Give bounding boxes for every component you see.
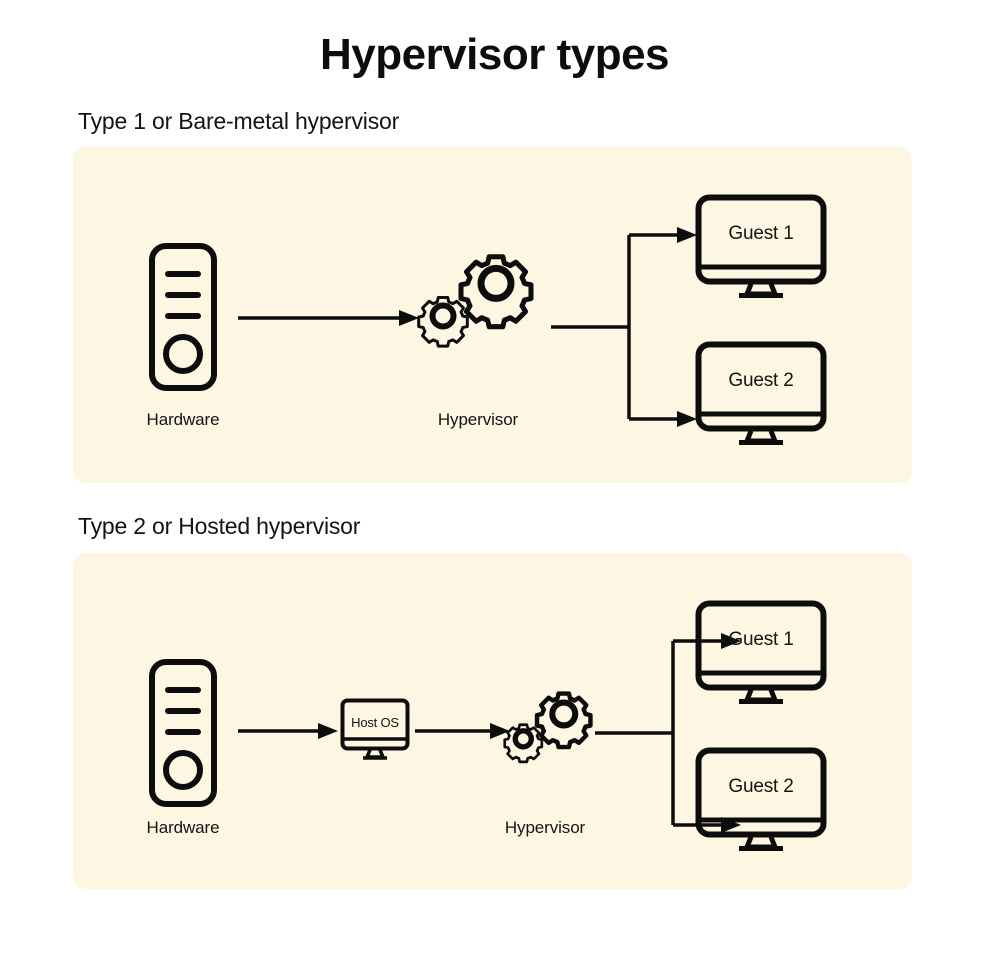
hardware-caption: Hardware [146, 410, 220, 429]
panel-type-2: Hardware Host OS [73, 553, 912, 889]
gears-icon [503, 691, 593, 764]
guest-1-screen-label: Guest 1 [728, 629, 794, 650]
monitor-icon-guest-1 [695, 194, 827, 298]
branch-connector-to-guests [551, 227, 697, 427]
section-heading-type-2: Type 2 or Hosted hypervisor [78, 513, 361, 539]
hardware-caption: Hardware [146, 818, 220, 837]
diagram-stage-type-1: Hardware Hypervisor [73, 147, 912, 483]
server-tower-icon [149, 243, 217, 391]
guest-2-screen-label: Guest 2 [728, 776, 794, 797]
hypervisor-caption: Hypervisor [437, 410, 519, 429]
host-os-screen-label: Host OS [351, 715, 399, 730]
arrow-host-os-to-hypervisor [415, 723, 510, 739]
guest-2-screen-label: Guest 2 [728, 370, 794, 391]
branch-connector-to-guests [595, 633, 741, 833]
diagram-stage-type-2: Hardware Host OS [73, 553, 912, 889]
monitor-icon-guest-1 [695, 600, 827, 704]
server-tower-icon [149, 659, 217, 807]
panel-type-1: Hardware Hypervisor [73, 147, 912, 483]
arrow-hardware-to-hypervisor [238, 310, 419, 326]
hypervisor-caption: Hypervisor [504, 818, 586, 837]
monitor-icon-guest-2 [695, 341, 827, 445]
gears-icon [417, 254, 534, 348]
page-title: Hypervisor types [319, 30, 670, 79]
monitor-icon-guest-2 [695, 747, 827, 851]
guest-1-screen-label: Guest 1 [728, 223, 794, 244]
section-heading-type-1: Type 1 or Bare-metal hypervisor [78, 108, 400, 134]
arrow-hardware-to-host-os [238, 723, 338, 739]
monitor-icon-host-os [340, 698, 410, 760]
